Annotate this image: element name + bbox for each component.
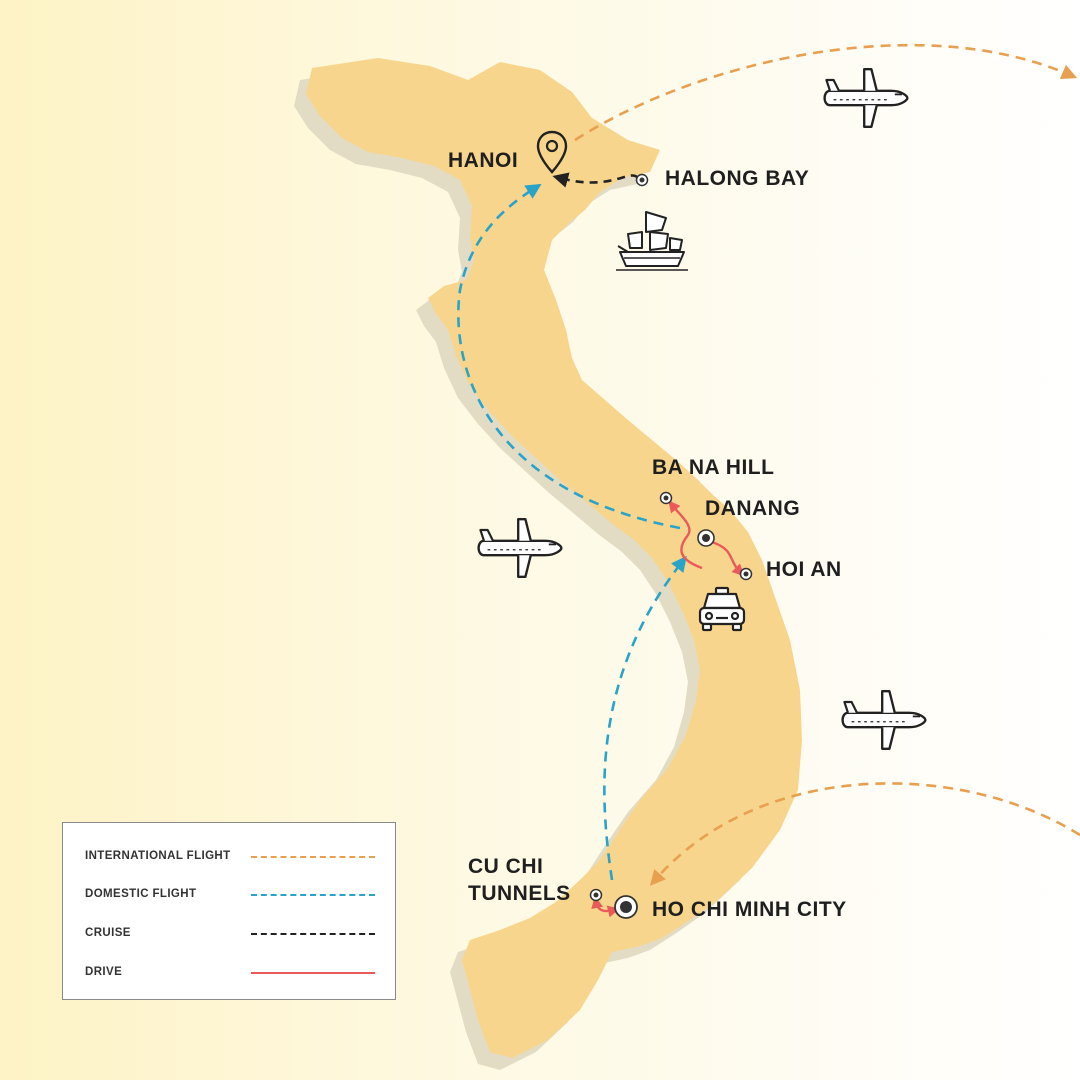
place-label-ba-na-hill: BA NA HILL — [652, 456, 775, 479]
airplane-icon-north — [823, 68, 909, 128]
legend-swatch-cruise — [251, 933, 375, 935]
legend-item-domestic-flight: DOMESTIC FLIGHT — [85, 885, 377, 905]
ba-na-hill-marker — [659, 491, 673, 505]
international-flight-route-outbound — [574, 43, 1078, 142]
international-flight-route-inbound — [649, 782, 1080, 886]
domestic-flight-route-danang-hanoi — [457, 183, 681, 530]
drive-route-danang-banahill — [668, 500, 703, 570]
legend-label: CRUISE — [85, 927, 131, 939]
place-label-hanoi: HANOI — [448, 149, 519, 172]
legend-label: DRIVE — [85, 966, 123, 978]
cruise-route-halong-hanoi — [552, 172, 640, 188]
place-label-cu-chi: CU CHI — [468, 855, 544, 878]
drive-route-cuchi-hcmc — [591, 896, 620, 918]
drive-route-danang-hoian — [711, 540, 745, 577]
vietnam-land — [306, 58, 802, 1058]
legend-swatch-international-flight — [251, 856, 375, 858]
legend-swatch-domestic-flight — [251, 894, 375, 896]
place-label-hoi-an: HOI AN — [766, 558, 842, 581]
map-legend: INTERNATIONAL FLIGHT DOMESTIC FLIGHT CRU… — [62, 822, 396, 1000]
place-label-danang: DANANG — [705, 497, 801, 520]
place-label-halong-bay: HALONG BAY — [665, 167, 810, 190]
place-label-tunnels: TUNNELS — [468, 882, 571, 905]
ho-chi-minh-city-marker — [614, 895, 638, 919]
boat-icon — [616, 211, 688, 271]
legend-swatch-drive — [251, 972, 375, 974]
legend-label: DOMESTIC FLIGHT — [85, 888, 197, 900]
halong-bay-marker — [635, 173, 649, 187]
place-label-ho-chi-minh-city: HO CHI MINH CITY — [652, 898, 847, 921]
domestic-flight-route-hcmc-danang — [603, 555, 687, 881]
legend-item-cruise: CRUISE — [85, 924, 377, 944]
danang-marker — [697, 529, 715, 547]
hoi-an-marker — [739, 567, 753, 581]
taxi-icon — [698, 586, 746, 632]
airplane-icon-central — [477, 518, 563, 578]
legend-item-drive: DRIVE — [85, 963, 377, 983]
hanoi-map-pin-icon — [536, 130, 568, 174]
legend-item-international-flight: INTERNATIONAL FLIGHT — [85, 847, 377, 867]
legend-label: INTERNATIONAL FLIGHT — [85, 850, 231, 862]
airplane-icon-south — [841, 690, 927, 750]
cu-chi-tunnels-marker — [589, 888, 603, 902]
